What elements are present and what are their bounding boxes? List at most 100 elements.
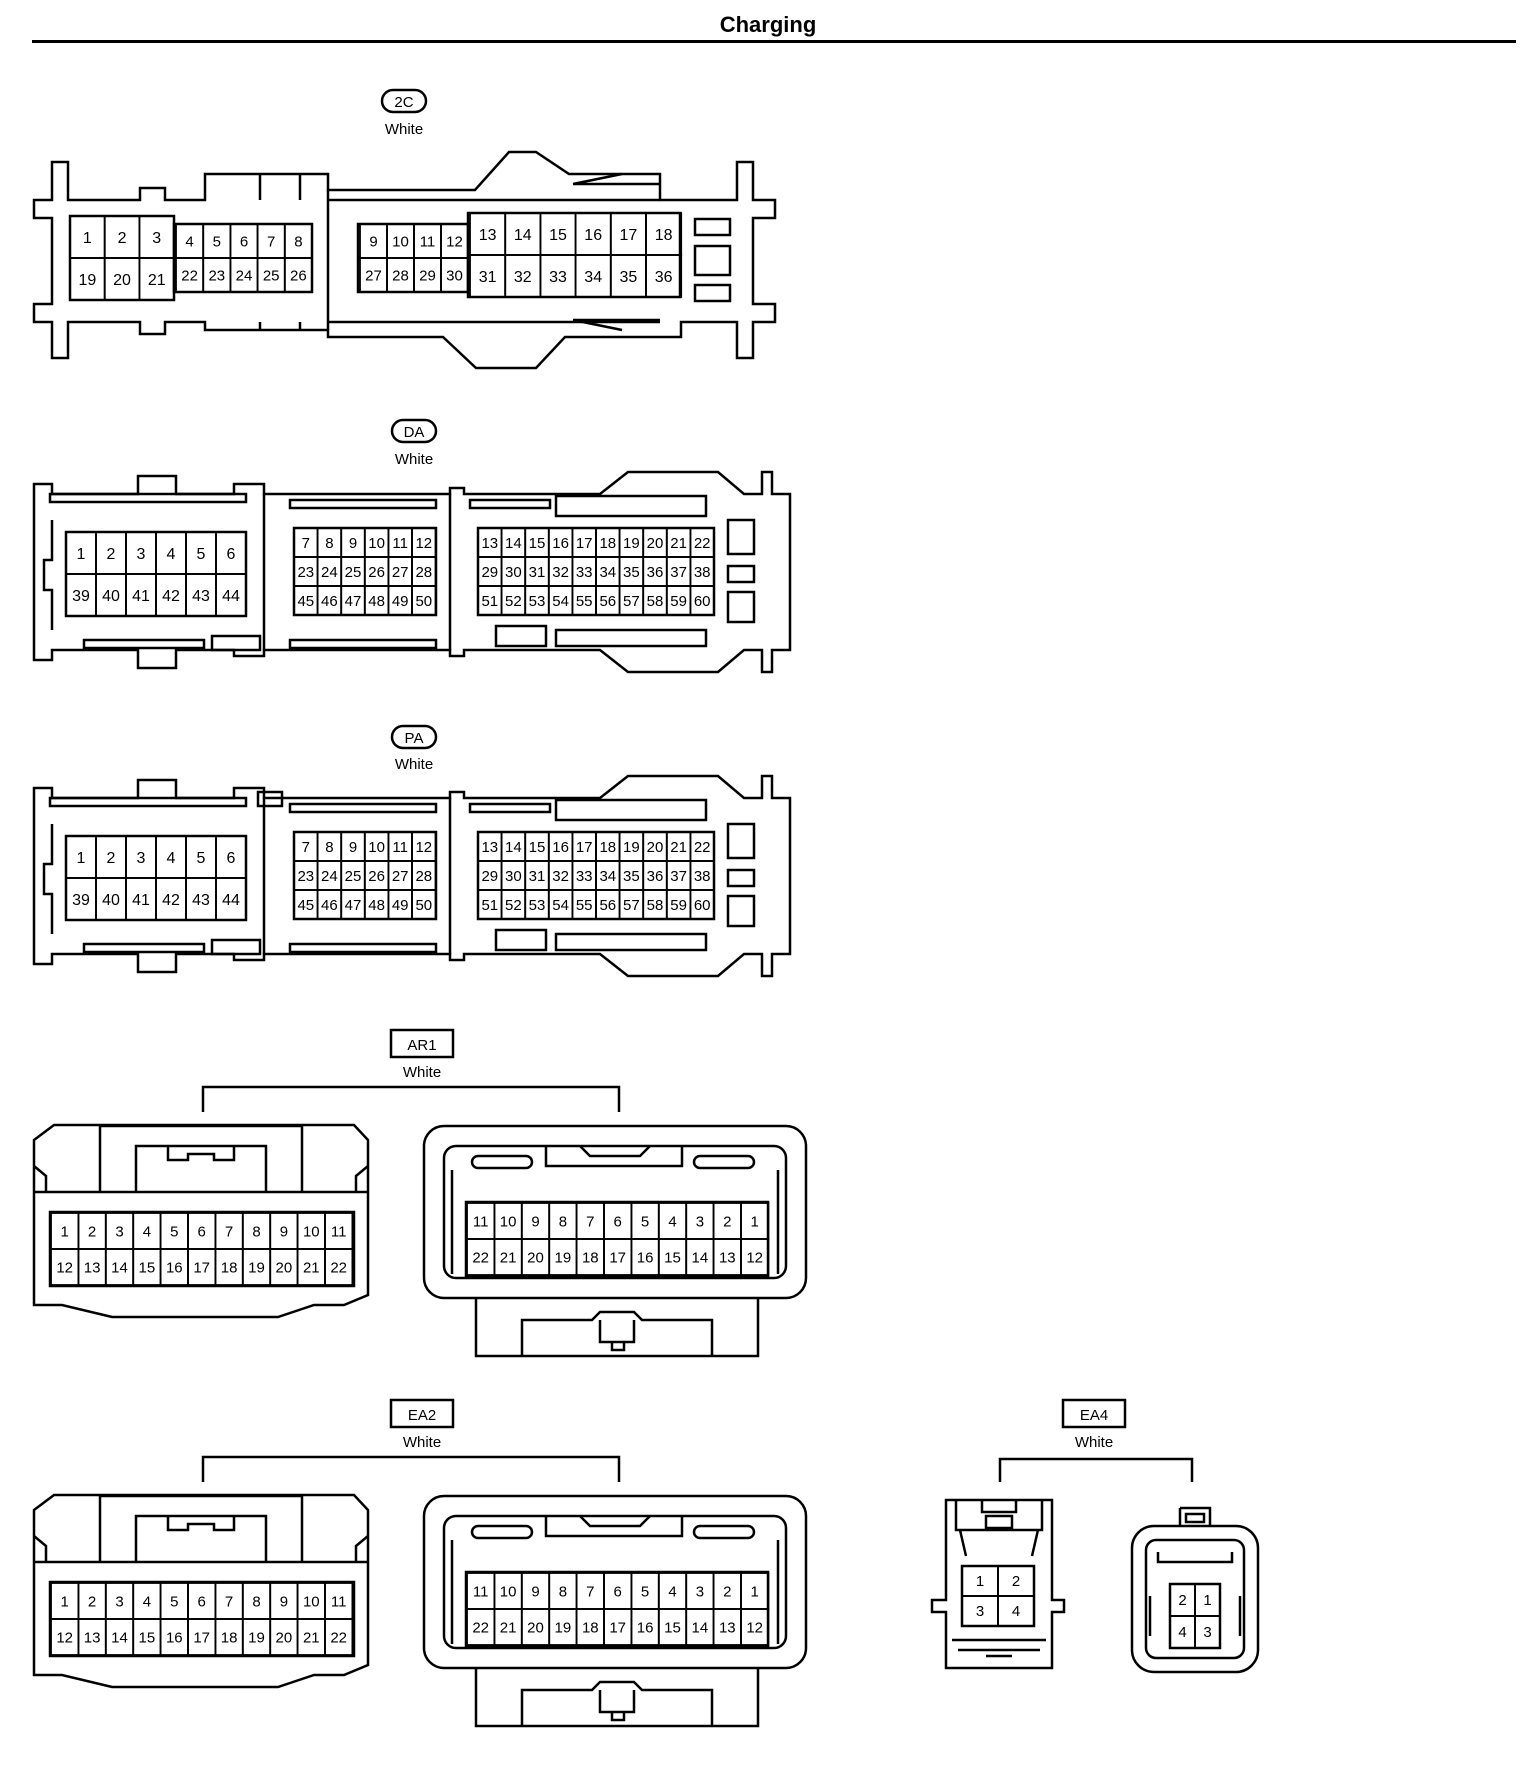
g-da-block-c-pin-label: 32 xyxy=(552,564,569,581)
g-ar1-female-pin-label: 17 xyxy=(609,1249,626,1266)
g-pa-block-b-pin-label: 10 xyxy=(368,839,385,856)
g-da-block-b-pin-label: 46 xyxy=(321,593,338,610)
c2c-block-b-pin-label: 24 xyxy=(236,267,253,284)
connector-pa-tag: PA xyxy=(405,730,424,747)
g-pa-block-c-pin-label: 17 xyxy=(576,839,593,856)
g-pa-block-a-pin-label: 42 xyxy=(162,892,180,909)
g-da-block-b-pin-label: 9 xyxy=(349,535,357,552)
g-da-block-b-pin-label: 12 xyxy=(415,535,432,552)
connector-ar1-tag: AR1 xyxy=(407,1037,436,1054)
g-ar1-female-slot xyxy=(692,1154,756,1170)
g-ea2-female-slot xyxy=(470,1524,534,1540)
g-pa-block-c-pin-label: 60 xyxy=(694,897,711,914)
connector-ea4-tag-frame xyxy=(1061,1398,1127,1429)
c2c-block-a-pin-label: 20 xyxy=(113,272,131,289)
g-da-block-b-pin-label: 11 xyxy=(392,535,408,552)
g-ea2-female-pin-label: 5 xyxy=(641,1583,649,1600)
ea4-male-body xyxy=(930,1498,1066,1670)
g-da-block-c-pin-label: 37 xyxy=(670,564,687,581)
g-pa-block-a-pin-label: 40 xyxy=(102,892,120,909)
g-da-slot xyxy=(494,624,548,648)
connector-2c-tag-frame xyxy=(380,88,428,114)
g-ea2-female-pin-label: 13 xyxy=(719,1619,736,1636)
g-pa-block-c-pin-label: 32 xyxy=(552,868,569,885)
g-ar1-male-pin-label: 3 xyxy=(115,1223,123,1240)
g-ea2-female-inner xyxy=(442,1514,788,1650)
g-da-block-c-pin-label: 21 xyxy=(670,535,687,552)
g-da-block-c-pin-cell xyxy=(689,585,715,616)
g-da-rail xyxy=(288,638,438,650)
g-da-block-c-pin-label: 34 xyxy=(599,564,616,581)
g-ar1-male-pin-label: 14 xyxy=(111,1259,128,1276)
g-ea2-female-pin-label: 1 xyxy=(751,1583,759,1600)
connector-pa-tag-frame xyxy=(390,724,438,750)
c2c-block-d-pin-label: 34 xyxy=(584,269,602,286)
c2c-block-a-pin-label: 2 xyxy=(118,230,127,247)
g-da-block-b-pin-label: 47 xyxy=(345,593,362,610)
g-ar1-female-pin-label: 9 xyxy=(531,1213,539,1230)
g-ea2-female-pin-label: 9 xyxy=(531,1583,539,1600)
g-pa-block-c-pin-label: 51 xyxy=(481,897,498,914)
g-ea2-female-pin-label: 16 xyxy=(637,1619,654,1636)
g-pa-block-b-pin-label: 23 xyxy=(297,868,314,885)
g-pa-block-a-pin-label: 6 xyxy=(227,850,236,867)
g-ea2-male-pin-label: 12 xyxy=(56,1629,73,1646)
g-da-slot xyxy=(726,564,756,584)
g-ar1-male-pin-label: 20 xyxy=(276,1259,293,1276)
c2c-block-b-pin-label: 6 xyxy=(240,233,248,250)
g-ar1-male-pin-label: 4 xyxy=(143,1223,151,1240)
g-ar1-female-pin-label: 18 xyxy=(582,1249,599,1266)
c2c-block-d-pin-label: 14 xyxy=(514,227,532,244)
g-ar1-female-latch xyxy=(474,1298,760,1358)
g-ea2-female-pin-label: 10 xyxy=(500,1583,517,1600)
g-ea2-male-pin-label: 4 xyxy=(143,1593,151,1610)
g-pa-dividers xyxy=(42,798,452,954)
g-pa-block-c-pin-label: 58 xyxy=(647,897,664,914)
g-ea2-male-pin-label: 13 xyxy=(84,1629,101,1646)
g-pa-rail xyxy=(554,932,708,952)
g-ea2-male-pin-label: 5 xyxy=(170,1593,178,1610)
g-da-block-c-pin-label: 19 xyxy=(623,535,640,552)
c2c-block-d-pin-label: 31 xyxy=(479,269,497,286)
ea4-male-pin-cell xyxy=(997,1595,1035,1627)
g-da-block-c-pin-label: 30 xyxy=(505,564,522,581)
g-da-block-b-pin-label: 7 xyxy=(302,535,310,552)
g-ar1-male-pin-label: 17 xyxy=(193,1259,210,1276)
g-ea2-female-pin-label: 18 xyxy=(582,1619,599,1636)
g-pa-block-b-pin-label: 11 xyxy=(392,839,408,856)
g-pa-block-a-pin-label: 3 xyxy=(137,850,146,867)
ea4-male-pin-label: 1 xyxy=(976,1573,984,1590)
g-pa-block-a-pin-label: 1 xyxy=(77,850,86,867)
g-ar1-male-pin-label: 12 xyxy=(56,1259,73,1276)
g-ea2-male-pin-label: 18 xyxy=(221,1629,238,1646)
connector-2c-slot-2 xyxy=(693,244,732,277)
g-ar1-male-pin-label: 19 xyxy=(248,1259,265,1276)
connector-da-tag-frame xyxy=(390,418,438,444)
g-ea2-female-pin-label: 8 xyxy=(559,1583,567,1600)
g-da-block-c-pin-label: 38 xyxy=(694,564,711,581)
g-ar1-female-pin-label: 8 xyxy=(559,1213,567,1230)
g-da-block-b-pin-label: 48 xyxy=(368,593,385,610)
g-ar1-male-pin-label: 8 xyxy=(252,1223,260,1240)
g-da-block-a-pin-label: 44 xyxy=(222,588,240,605)
g-ea2-male-pin-label: 16 xyxy=(166,1629,183,1646)
g-da-block-a-pin-label: 43 xyxy=(192,588,210,605)
g-ar1-female-pin-label: 3 xyxy=(696,1213,704,1230)
g-da-tab xyxy=(210,634,262,652)
ea4-female-pin-label: 4 xyxy=(1178,1624,1186,1641)
g-da-block-b-pin-label: 26 xyxy=(368,564,385,581)
g-da-block-c-pin-label: 18 xyxy=(599,535,616,552)
c2c-block-d-pin-label: 15 xyxy=(549,227,567,244)
g-pa-block-c-pin-cell xyxy=(689,889,715,920)
g-ar1-female-inner xyxy=(442,1144,788,1280)
ea4-male-pin-label: 4 xyxy=(1012,1603,1020,1620)
g-da-block-a-pin-label: 5 xyxy=(197,546,206,563)
connector-ea2-color: White xyxy=(403,1434,441,1451)
c2c-block-d-pin-label: 35 xyxy=(620,269,638,286)
g-da-block-b-pin-label: 27 xyxy=(392,564,409,581)
g-pa-block-c-pin-label: 37 xyxy=(670,868,687,885)
